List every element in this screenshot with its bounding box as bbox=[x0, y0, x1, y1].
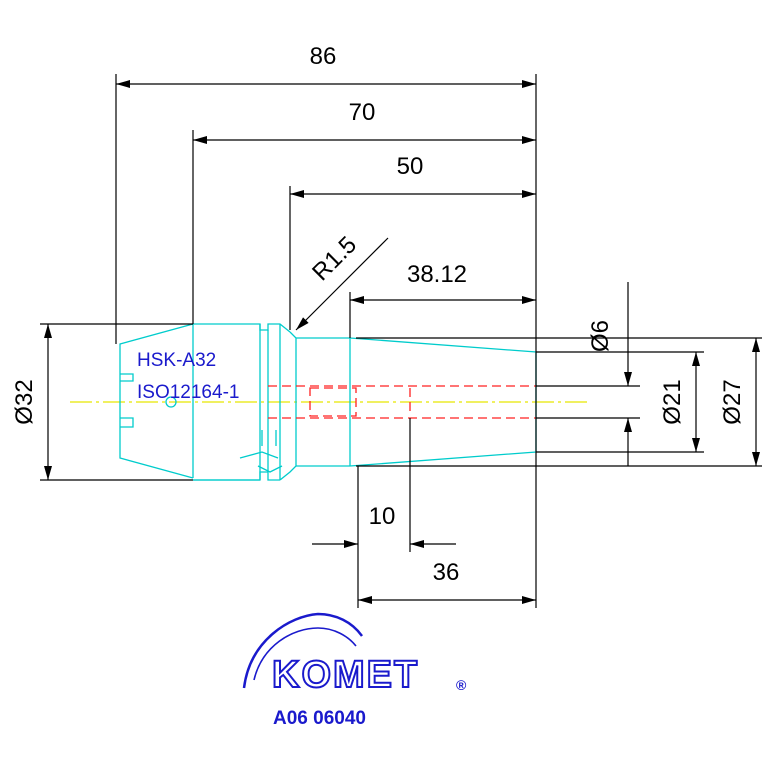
dim-36-text: 36 bbox=[433, 559, 460, 586]
article-number: A06 06040 bbox=[273, 708, 366, 729]
dim-dia6-text: Ø6 bbox=[587, 320, 614, 352]
tool-holder-outline bbox=[119, 323, 537, 481]
dim-dia27-text: Ø27 bbox=[719, 379, 746, 424]
dim-38-12-text: 38.12 bbox=[407, 261, 467, 288]
dim-dia21-text: Ø21 bbox=[659, 379, 686, 424]
standard-label-hsk: HSK-A32 bbox=[137, 350, 216, 371]
dim-10-text: 10 bbox=[369, 503, 396, 530]
standard-label-iso: ISO12164-1 bbox=[137, 382, 239, 403]
dim-86-text: 86 bbox=[310, 43, 337, 70]
registered-mark: ® bbox=[456, 677, 467, 693]
dim-r1-5-text: R1.5 bbox=[307, 231, 362, 286]
bore-hidden-lines bbox=[268, 385, 536, 419]
dim-70-text: 70 bbox=[349, 99, 376, 126]
dimension-lines bbox=[40, 74, 762, 608]
brand-wordmark: KOMET bbox=[272, 654, 419, 696]
dim-dia32-text: Ø32 bbox=[11, 379, 38, 424]
dim-50-text: 50 bbox=[397, 153, 424, 180]
komet-logo: KOMET ® bbox=[242, 612, 467, 697]
dim-r1-5-leader bbox=[295, 237, 389, 331]
